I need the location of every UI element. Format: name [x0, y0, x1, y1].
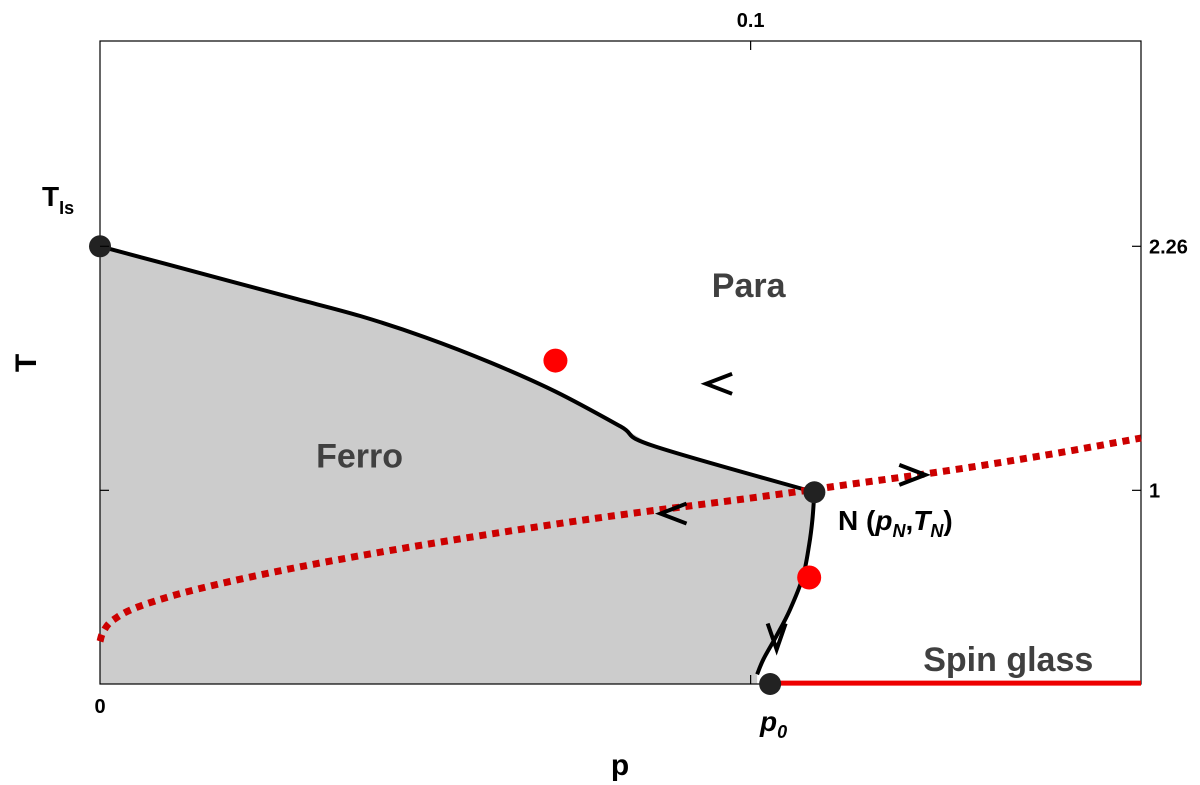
p0-label: p0 [759, 706, 787, 742]
n-label-post: ) [943, 505, 952, 536]
x-axis-label: p [611, 749, 629, 782]
y-tick-label-right: 2.26 [1149, 236, 1188, 258]
series-lower-boundary [755, 492, 817, 676]
n-label-p-sub: N [892, 521, 906, 541]
plot-area-frame [99, 40, 1142, 685]
series-nishimori-line [96, 434, 1142, 643]
n-label-t: T [913, 505, 933, 536]
y-tick-label-right: 1 [1149, 480, 1160, 502]
n-label-comma: , [905, 505, 913, 536]
x-tick-label-top: 0.1 [737, 10, 765, 32]
region-label-para: Para [712, 267, 787, 305]
p0-sub: 0 [777, 722, 787, 742]
point-p-0 [759, 673, 782, 695]
series-upper-boundary [99, 244, 815, 495]
n-point-label: N (pN,TN) [838, 505, 953, 541]
point-red-upper [543, 348, 568, 373]
p0-main: p [759, 706, 777, 737]
y-axis-label: T [10, 354, 43, 372]
x-tick-label-bottom: 0 [94, 696, 105, 718]
ferro-region-fill [100, 246, 815, 685]
n-label-p: p [874, 505, 892, 536]
arrow-left-0 [700, 371, 733, 396]
point-n [803, 481, 826, 504]
region-label-spin-glass: Spin glass [923, 641, 1093, 679]
n-label-t-sub: N [930, 521, 944, 541]
arrow-down-3 [765, 622, 788, 656]
arrow-right-1 [898, 462, 931, 487]
region-label-ferro: Ferro [316, 437, 403, 475]
t-is-sub: Is [59, 198, 74, 218]
arrow-left-2 [654, 501, 688, 526]
t-is-main: T [42, 181, 59, 212]
point-red-lower [797, 565, 822, 590]
t-is-label: TIs [42, 181, 74, 218]
n-label-pre: N ( [838, 505, 876, 536]
